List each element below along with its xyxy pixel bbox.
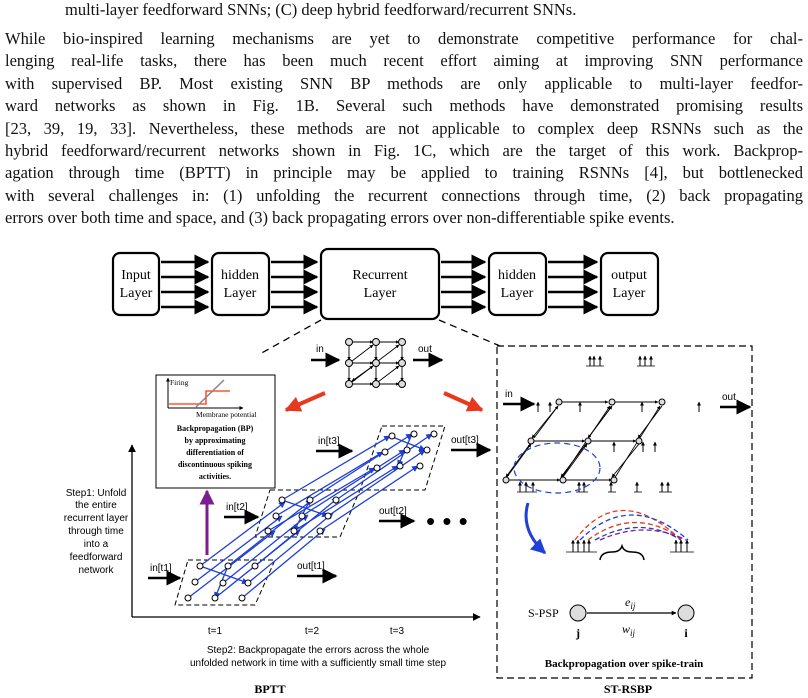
node-i-label: i bbox=[684, 626, 688, 640]
w-subscript: ij bbox=[630, 628, 636, 638]
zoom-line-right bbox=[438, 319, 501, 347]
input-layer-box bbox=[111, 251, 161, 317]
hidden-layer-1-label: hidden bbox=[221, 268, 259, 283]
hidden-layer-2-box bbox=[487, 251, 548, 317]
step2-text: Step2: Backpropagate the errors across t… bbox=[190, 645, 446, 669]
strsbp-out-label: out bbox=[722, 392, 736, 403]
step1-line: into a bbox=[84, 539, 109, 550]
in-t3-label: in[t3] bbox=[318, 436, 340, 447]
inset-text-line: Backpropagation (BP) bbox=[177, 424, 254, 433]
zoom-ellipse bbox=[513, 442, 601, 494]
node-j-label: j bbox=[575, 626, 580, 640]
paragraph-line: with several challenges in: (1) unfoldin… bbox=[5, 185, 803, 205]
unfold-group-t3 bbox=[359, 425, 446, 491]
tick-t3: t=3 bbox=[390, 626, 405, 637]
st-rsbp-panel: in out bbox=[496, 345, 753, 679]
recurrent-layer-label: Layer bbox=[364, 286, 397, 301]
spsp-label: S-PSP bbox=[528, 606, 559, 620]
hidden-layer-1-box bbox=[210, 251, 271, 317]
unfolded-network: in[t1] in[t2] in[t3] out[t1] out[t2] out… bbox=[148, 425, 492, 606]
step1-text: Step1: Unfold the entire recurrent layer… bbox=[64, 488, 129, 576]
e-ij-label: eij bbox=[625, 595, 636, 611]
inset-firing-label: Firing bbox=[170, 378, 189, 387]
out-t3-label: out[t3] bbox=[451, 435, 479, 446]
strsbp-label: ST-RSBP bbox=[604, 682, 652, 696]
tick-t1: t=1 bbox=[208, 626, 223, 637]
paragraph-line: ward networks as shown in Fig. 1B. Sever… bbox=[5, 96, 803, 116]
paragraph-line: agation through time (BPTT) in principle… bbox=[5, 163, 803, 183]
inset-text-line: discontinuous spiking bbox=[178, 460, 252, 469]
w-symbol: w bbox=[622, 622, 630, 636]
tick-t2: t=2 bbox=[305, 626, 320, 637]
e-symbol: e bbox=[625, 595, 631, 609]
e-subscript: ij bbox=[630, 601, 636, 611]
step1-line: Step1: Unfold bbox=[66, 488, 127, 499]
step1-line: network bbox=[78, 565, 114, 576]
unfold-group-t1 bbox=[174, 559, 276, 606]
step1-line: the entire bbox=[75, 500, 117, 511]
paragraph-line: hybrid feedforward/recurrent networks sh… bbox=[5, 141, 803, 161]
st-rsbp-frame bbox=[496, 345, 753, 679]
paragraph-line: with supervised BP. Most existing SNN BP… bbox=[5, 73, 803, 93]
in-t1-label: in[t1] bbox=[150, 563, 172, 574]
step2-line: unfolded network in time with a sufficie… bbox=[190, 658, 446, 669]
out-t1-label: out[t1] bbox=[297, 561, 325, 572]
bptt-label: BPTT bbox=[254, 682, 285, 696]
layer-row: Input Layer hidden Layer Recurrent Layer… bbox=[111, 247, 660, 321]
unfolded-nodes bbox=[184, 430, 438, 602]
red-arrow-left bbox=[284, 391, 326, 412]
figure-caption-tail: multi-layer feedforward SNNs; (C) deep h… bbox=[65, 0, 577, 19]
inset-text-line: by approximating bbox=[185, 436, 246, 445]
strsbp-caption: Backpropagation over spike-train bbox=[545, 658, 704, 670]
paragraph-line: [23, 39, 19, 33]. Nevertheless, these me… bbox=[5, 118, 803, 138]
paragraph-line: lenging real-life tasks, there has been … bbox=[5, 51, 803, 71]
step1-line: recurrent layer bbox=[64, 513, 129, 524]
inset-frame bbox=[155, 374, 276, 489]
bp-approximation-inset: Firing Membrane potential Backpropagatio… bbox=[155, 374, 276, 489]
w-ij-label: wij bbox=[622, 622, 636, 638]
spike-trains bbox=[518, 355, 701, 492]
red-arrow-right bbox=[443, 391, 484, 412]
paragraph-line: errors over both time and space, and (3)… bbox=[5, 208, 675, 228]
in-t2-label: in[t2] bbox=[226, 502, 248, 513]
body-paragraph: While bio-inspired learning mechanisms a… bbox=[5, 28, 803, 230]
step1-line: through time bbox=[68, 526, 124, 537]
zoom-line-left bbox=[257, 319, 322, 356]
step2-line: Step2: Backpropagate the errors across t… bbox=[207, 645, 430, 656]
time-axis-ticks: t=1 t=2 t=3 bbox=[208, 626, 405, 637]
blue-connections bbox=[187, 433, 433, 599]
paragraph-line: While bio-inspired learning mechanisms a… bbox=[5, 29, 803, 48]
recurrent-network-small: in out bbox=[311, 338, 444, 388]
recurrent-layer-label: Recurrent bbox=[352, 268, 407, 283]
output-layer-box bbox=[599, 251, 660, 317]
neuron-i bbox=[677, 604, 695, 622]
recurrent-layer-box bbox=[319, 247, 441, 321]
input-layer-label: Layer bbox=[120, 286, 153, 301]
step1-line: feedforward bbox=[70, 552, 123, 563]
spike-correlation-arcs bbox=[574, 509, 689, 543]
layer-connection-arrows bbox=[161, 254, 599, 315]
output-layer-label: Layer bbox=[613, 286, 646, 301]
neuron-j bbox=[569, 604, 587, 622]
small-net-out-label: out bbox=[418, 344, 432, 355]
output-layer-label: output bbox=[611, 268, 647, 283]
small-net-in-label: in bbox=[316, 344, 324, 355]
hidden-layer-2-label: hidden bbox=[498, 268, 536, 283]
strsbp-in-label: in bbox=[505, 389, 513, 400]
zoom-arrow bbox=[524, 502, 547, 555]
inset-text-line: activities. bbox=[199, 472, 231, 481]
brace bbox=[599, 543, 645, 561]
approximation-line bbox=[195, 379, 225, 408]
continuation-dots: • • • bbox=[426, 506, 468, 536]
hidden-layer-1-label: Layer bbox=[224, 286, 257, 301]
hidden-layer-2-label: Layer bbox=[501, 286, 534, 301]
out-t2-label: out[t2] bbox=[379, 506, 407, 517]
input-layer-label: Input bbox=[121, 268, 151, 283]
inset-text-line: differentiation of bbox=[186, 448, 244, 457]
inset-membrane-label: Membrane potential bbox=[196, 410, 257, 419]
